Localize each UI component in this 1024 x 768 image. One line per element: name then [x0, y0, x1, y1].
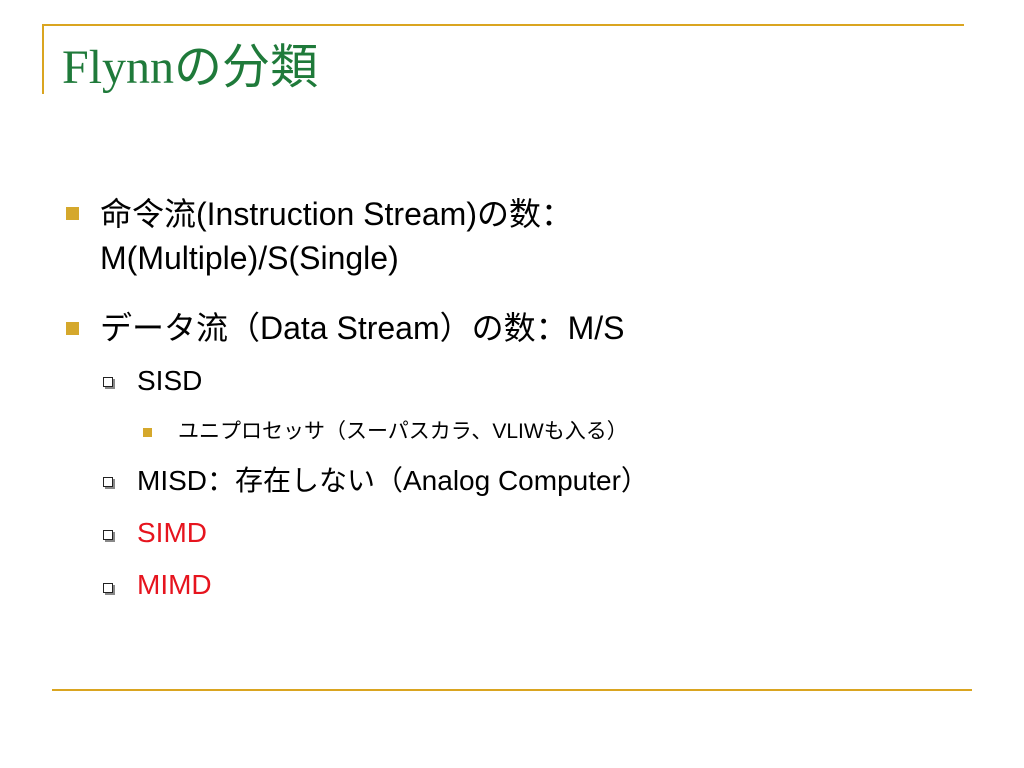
filled-square-bullet-icon [66, 207, 79, 220]
filled-square-bullet-icon [143, 428, 152, 437]
hollow-square-bullet-icon [103, 583, 113, 593]
sub-item-sisd: SISD [137, 365, 203, 396]
hollow-square-bullet-icon [103, 530, 113, 540]
bullet-item-instruction-stream: 命令流(Instruction Stream)の数： M(Multiple)/S… [100, 192, 573, 280]
sub-item-simd: SIMD [137, 517, 207, 548]
frame-left-rule [42, 24, 44, 94]
sub-item-mimd: MIMD [137, 569, 212, 600]
slide-title: Flynnの分類 [62, 41, 319, 94]
frame-bottom-rule [52, 689, 972, 691]
bullet-text-line1: 命令流(Instruction Stream)の数： [100, 196, 573, 232]
filled-square-bullet-icon [66, 322, 79, 335]
sub-item-misd: MISD：存在しない（Analog Computer） [137, 465, 649, 496]
bullet-item-data-stream: データ流（Data Stream）の数：M/S [100, 310, 625, 346]
hollow-square-bullet-icon [103, 477, 113, 487]
hollow-square-bullet-icon [103, 377, 113, 387]
frame-top-rule [42, 24, 964, 26]
bullet-text-line2: M(Multiple)/S(Single) [100, 240, 399, 276]
sub-sub-item-uniprocessor: ユニプロセッサ（スーパスカラ、VLIWも入る） [178, 420, 628, 443]
